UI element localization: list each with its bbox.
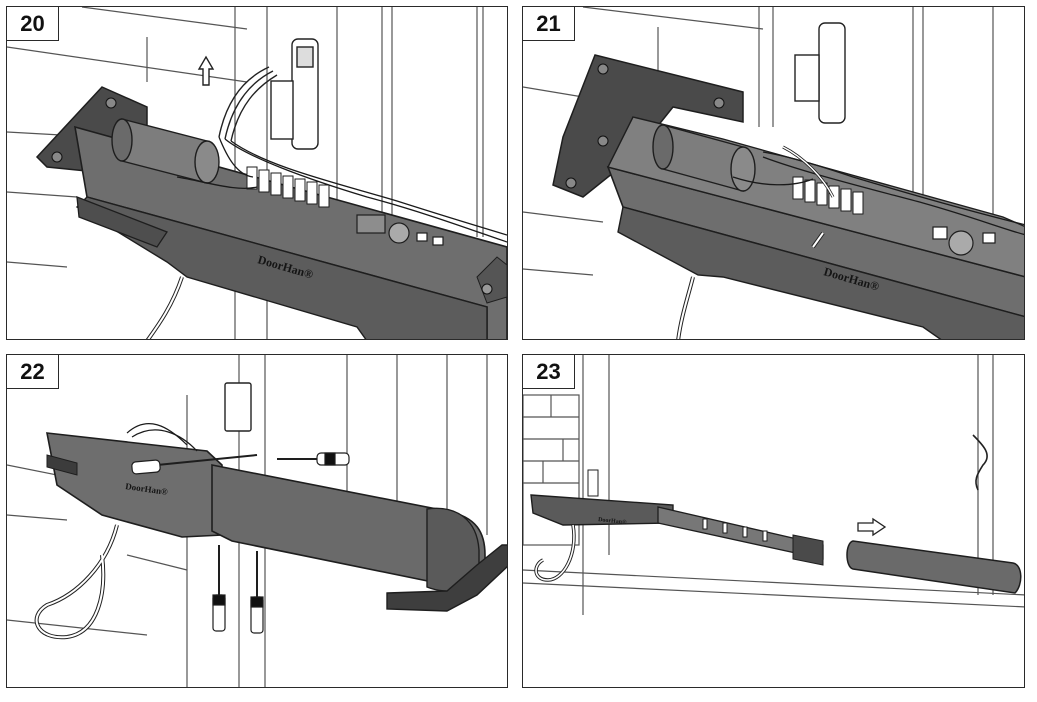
step-number-23: 23 xyxy=(523,355,575,389)
panel-step-22: 22 xyxy=(6,354,508,688)
step-22-illustration: DoorHan® xyxy=(7,355,507,687)
step-21-illustration: DoorHan® xyxy=(523,7,1024,339)
step-number-20: 20 xyxy=(7,7,59,41)
panel-step-23: 23 DoorHan® xyxy=(522,354,1025,688)
screwdriver-icon xyxy=(131,452,350,634)
step-number-22: 22 xyxy=(7,355,59,389)
arrow-right-icon xyxy=(857,517,887,537)
step-20-illustration: DoorHan® xyxy=(7,7,507,339)
step-23-illustration: DoorHan® xyxy=(523,355,1024,615)
panel-step-21: 21 xyxy=(522,6,1025,340)
brand-logo-23: DoorHan® xyxy=(598,516,628,526)
step-number-21: 21 xyxy=(523,7,575,41)
arrow-up-icon xyxy=(197,55,215,86)
panel-step-20: 20 xyxy=(6,6,508,340)
